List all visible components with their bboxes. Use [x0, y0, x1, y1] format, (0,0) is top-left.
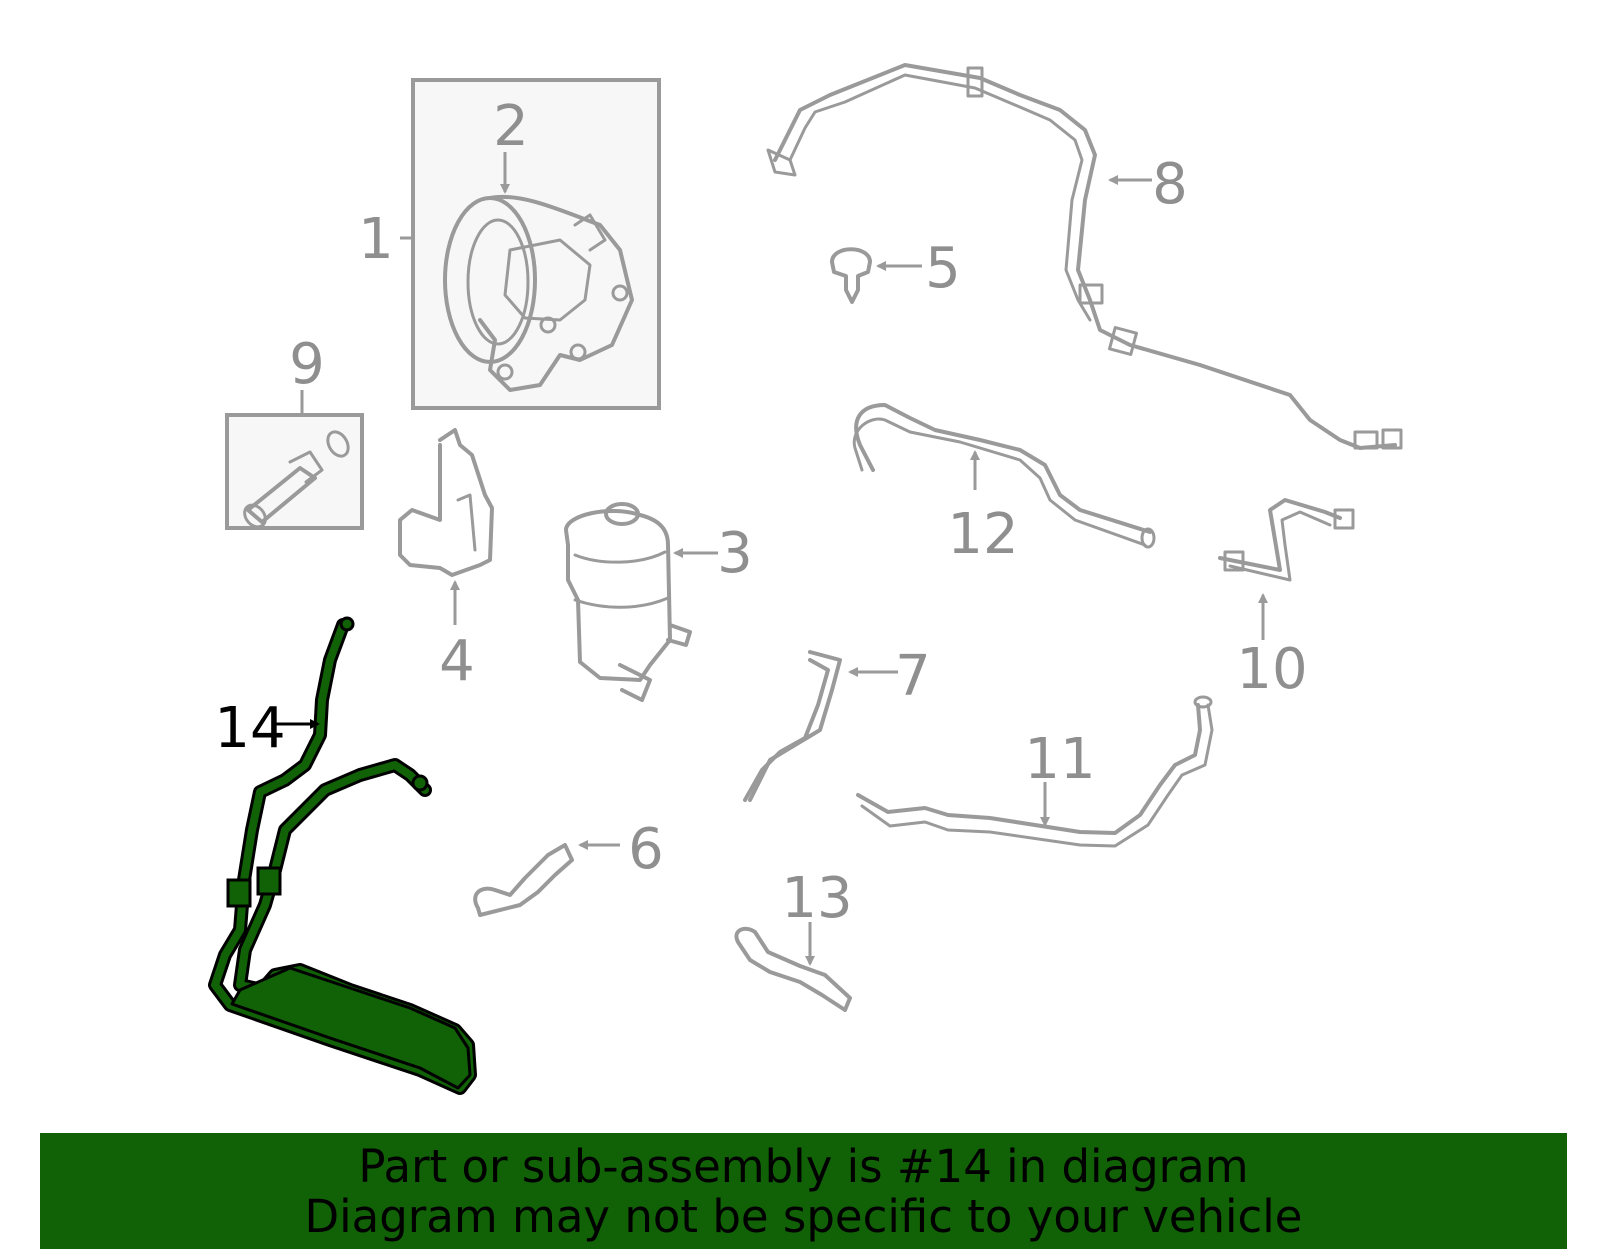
- callout-9: 9: [289, 332, 325, 397]
- callout-8: 8: [1152, 152, 1188, 217]
- callout-14: 14: [214, 696, 285, 761]
- part-8-pressure-line: [766, 63, 1403, 450]
- callout-6: 6: [628, 817, 664, 882]
- callout-10: 10: [1236, 637, 1307, 702]
- part-3-reservoir: [564, 502, 718, 702]
- part-14-cooler-line: [208, 616, 477, 1095]
- part-4-bracket: [398, 428, 494, 625]
- callout-2: 2: [493, 94, 529, 159]
- part-6-hose: [473, 840, 620, 917]
- callout-13: 13: [781, 866, 852, 931]
- callout-12: 12: [947, 502, 1018, 567]
- info-banner: Part or sub-assembly is #14 in diagram D…: [40, 1133, 1567, 1249]
- callout-5: 5: [925, 236, 961, 301]
- callout-1: 1: [358, 207, 394, 272]
- part-5-clip: [830, 247, 922, 304]
- part-2-pump: [443, 194, 634, 392]
- part-9-fitting: [225, 390, 364, 530]
- callout-7: 7: [895, 644, 931, 709]
- part-11-line: [856, 695, 1214, 848]
- callout-11: 11: [1024, 727, 1095, 792]
- part-10-line: [1218, 498, 1355, 640]
- part-1-pump-assembly: [400, 78, 661, 410]
- part-7-hose: [743, 650, 898, 802]
- part-13-hose: [734, 922, 852, 1012]
- part-12-hose: [852, 403, 1156, 549]
- banner-line-2: Diagram may not be specific to your vehi…: [304, 1190, 1303, 1243]
- callout-3: 3: [717, 521, 753, 586]
- banner-line-1: Part or sub-assembly is #14 in diagram: [358, 1140, 1249, 1193]
- callout-4: 4: [439, 629, 475, 694]
